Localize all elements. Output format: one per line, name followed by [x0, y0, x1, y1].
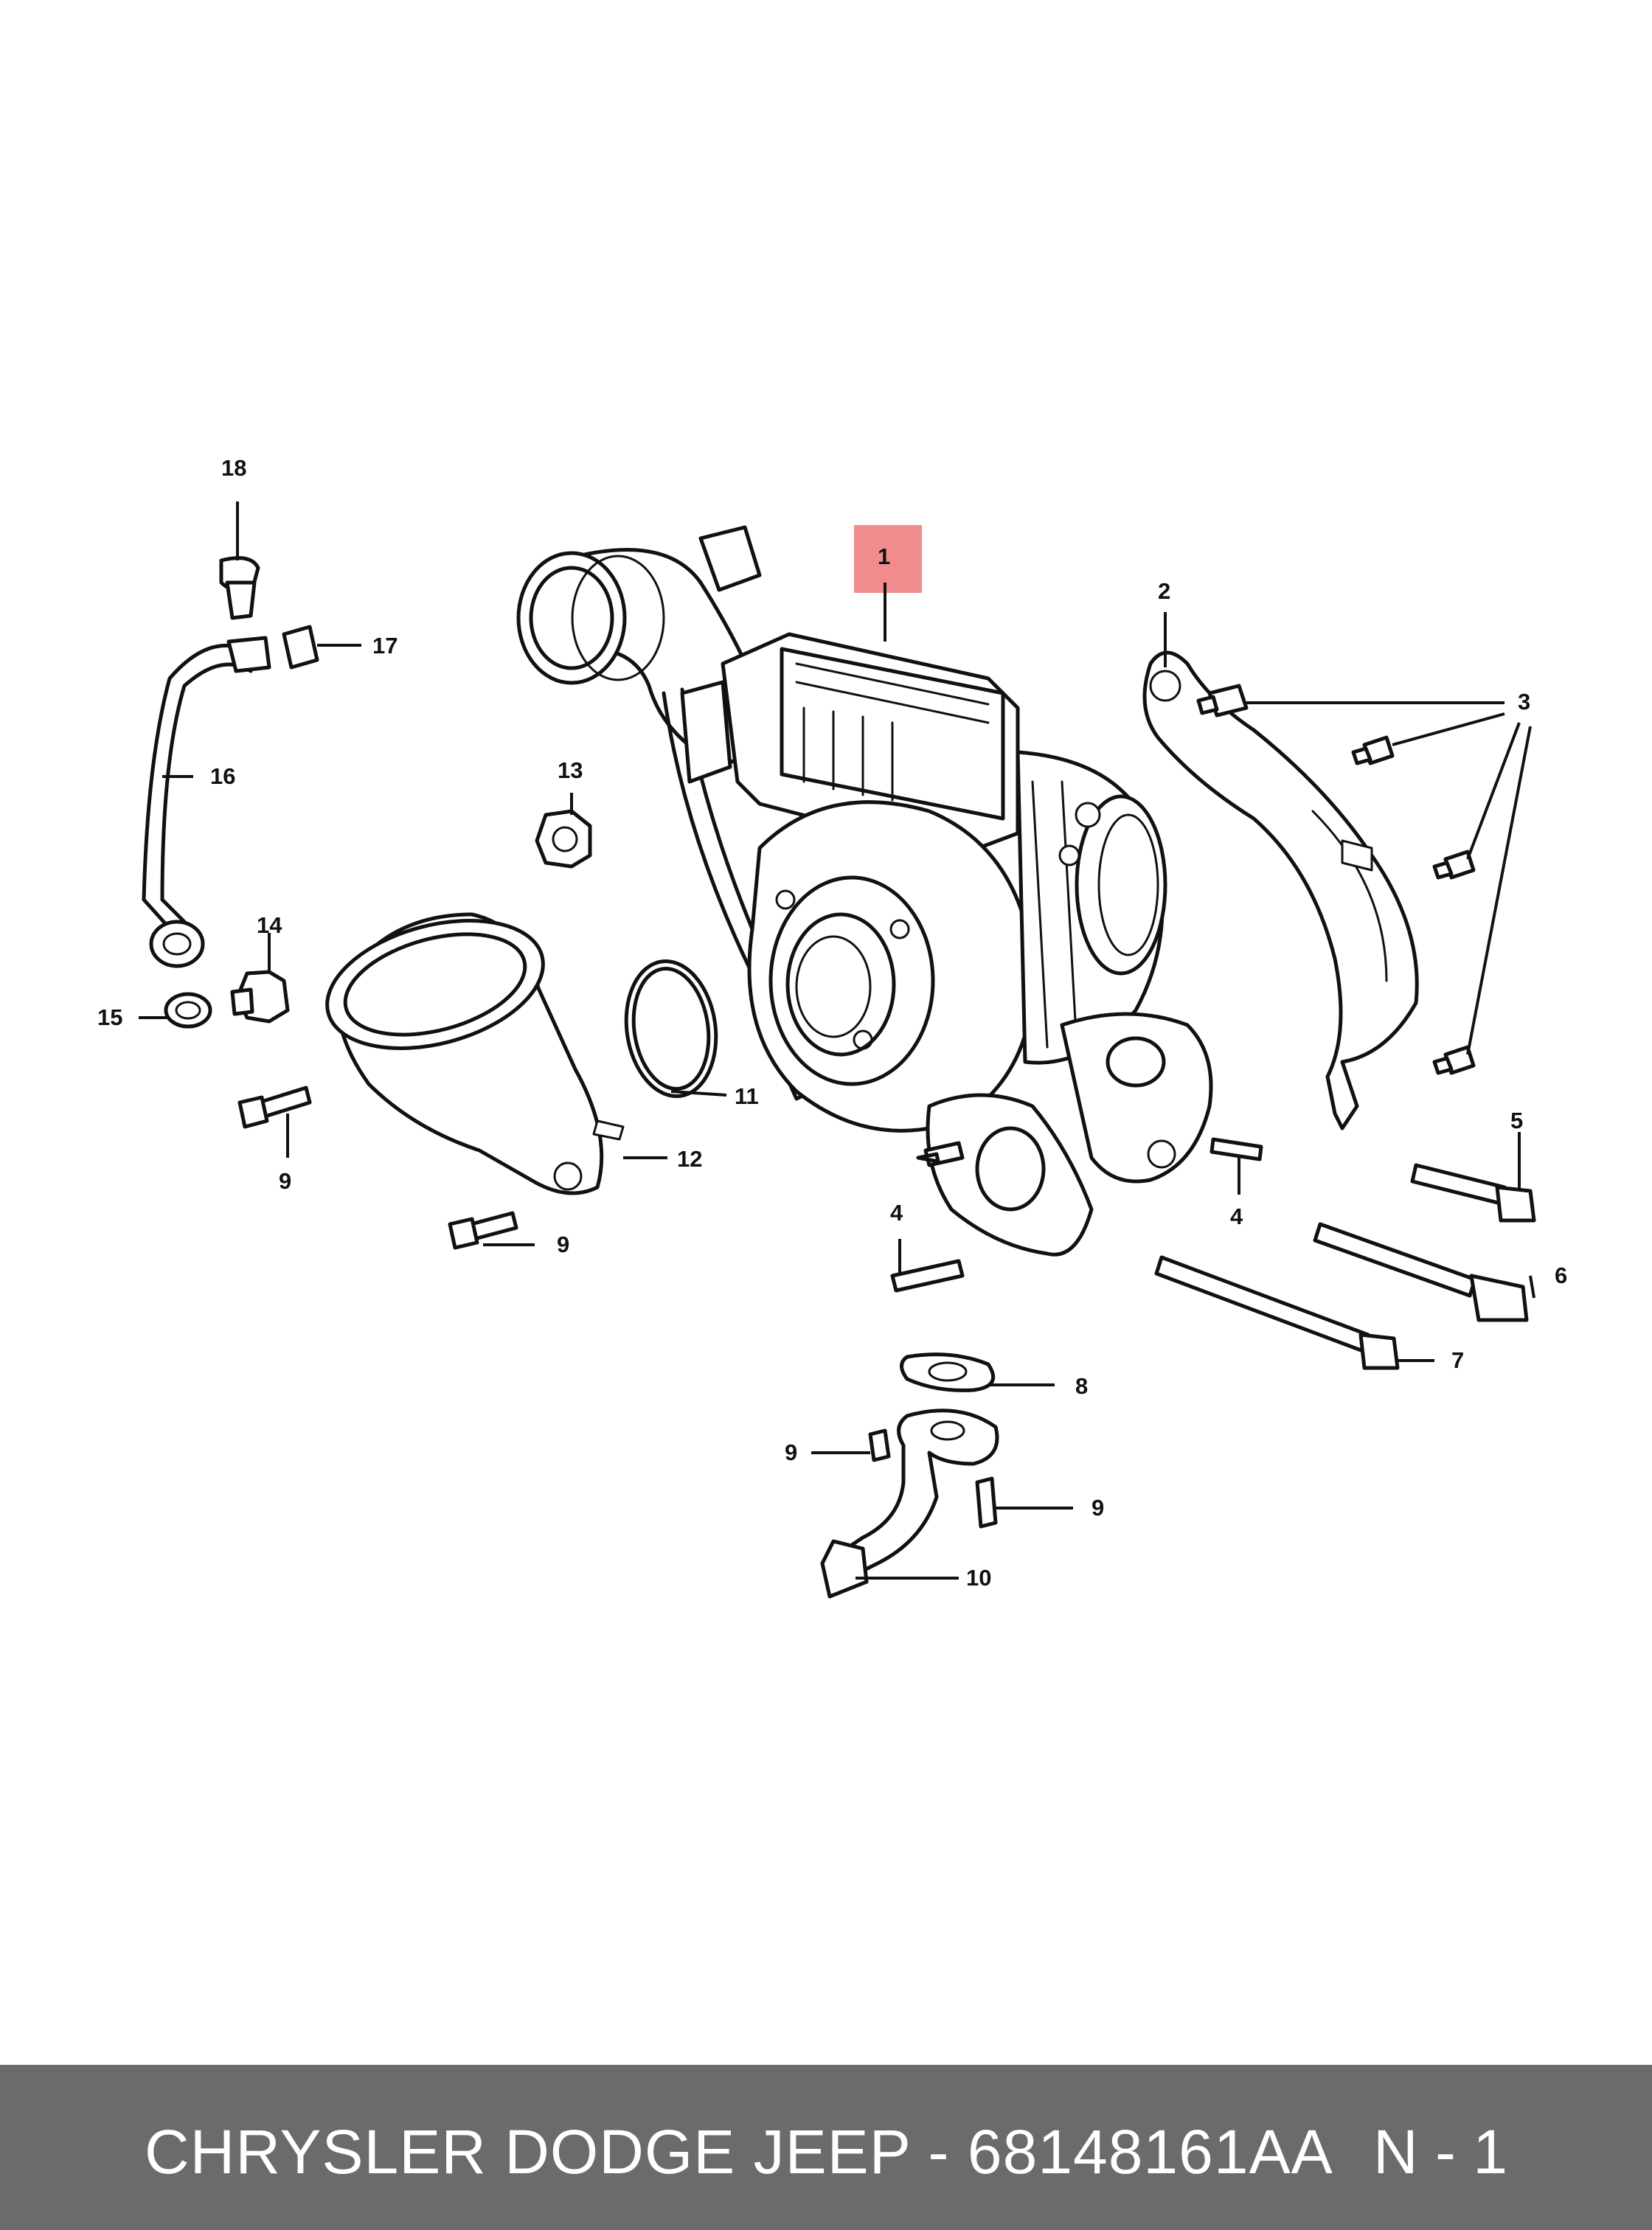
intake-parts: [325, 809, 718, 1195]
callout-14: 14: [257, 912, 282, 938]
footer-page-label: N - 1: [1372, 2117, 1507, 2186]
callout-18: 18: [221, 455, 246, 481]
callout-16: 16: [210, 763, 235, 789]
callout-4-right: 4: [1230, 1203, 1243, 1229]
parts-diagram: 1 2 3 4 4 5 6 7 8 9 9 9 9 9 10 11 12 13 …: [97, 455, 1567, 1599]
callout-9-b: 9: [557, 1232, 569, 1257]
leader-lines: [139, 501, 1535, 1580]
callout-7: 7: [1451, 1347, 1464, 1373]
callout-9-d: 9: [1092, 1495, 1104, 1521]
callout-labels: 1 2 3 4 4 5 6 7 8 9 9 9 9 9 10 11 12 13 …: [97, 455, 1567, 1591]
callout-4-left: 4: [890, 1200, 903, 1226]
callout-6: 6: [1555, 1262, 1567, 1288]
callout-5: 5: [1510, 1108, 1523, 1133]
oil-supply-parts: [142, 556, 319, 1029]
long-bolts: [1154, 1163, 1536, 1370]
callout-9-a: 9: [279, 1168, 291, 1194]
callout-9-c: 9: [785, 1439, 797, 1465]
callout-11: 11: [735, 1083, 759, 1109]
callout-15: 15: [97, 1004, 122, 1030]
callout-1: 1: [878, 543, 890, 569]
heat-shield: [1142, 650, 1419, 1130]
callout-3: 3: [1518, 689, 1530, 715]
callout-2: 2: [1158, 578, 1170, 604]
callout-17: 17: [372, 633, 398, 659]
studs-4: [890, 1137, 1263, 1293]
callout-12: 12: [677, 1146, 702, 1172]
bolts-9: [237, 1086, 518, 1250]
callout-13: 13: [558, 757, 583, 783]
callout-8: 8: [1075, 1373, 1088, 1399]
callout-10: 10: [966, 1565, 991, 1591]
footer-title: CHRYSLER DODGE JEEP - 68148161AA: [145, 2117, 1333, 2186]
turbocharger-assembly: [516, 525, 1213, 1257]
oil-gasket-and-drain-tube: [820, 1352, 999, 1599]
footer-bar: CHRYSLER DODGE JEEP - 68148161AA N - 1: [0, 2065, 1652, 2230]
callout-1-highlight: [854, 525, 922, 593]
